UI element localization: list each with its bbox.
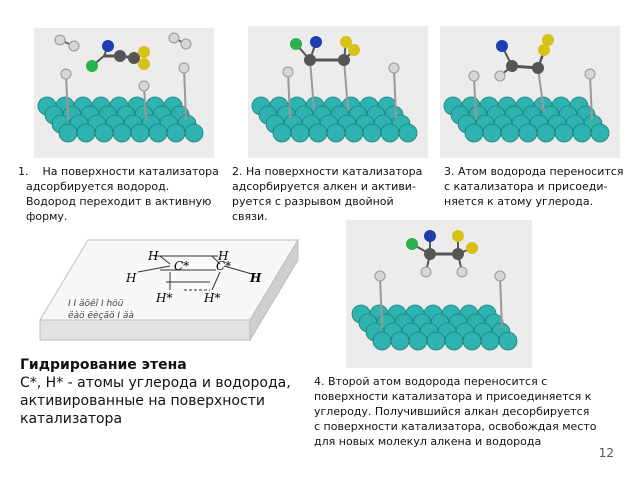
catalyst-surface [351, 304, 518, 351]
step4-line: углероду. Получившийся алкан десорбирует… [314, 405, 590, 418]
step1-caption: 1. На поверхности катализатора адсорбиру… [18, 164, 219, 224]
step4-line: 4. Второй атом водорода переносится с [314, 375, 548, 388]
scheme-h-label: H [147, 249, 159, 263]
scheme-h-label: H [249, 271, 262, 285]
summary-title: Гидрирование этена [20, 357, 187, 373]
scheme-c-star-label: C* [216, 259, 231, 273]
step3-line: с катализатора и присоеди- [444, 180, 608, 193]
catalyst-atom [166, 123, 186, 143]
surface-label: I I äöêî I höü [68, 298, 124, 309]
catalyst-surface [443, 96, 610, 143]
catalyst-surface [251, 96, 418, 143]
adsorbed-hydrogen-atoms [468, 68, 596, 121]
step2-illustration [248, 26, 428, 158]
step1-line: форму. [26, 210, 68, 223]
catalyst-atom [480, 331, 500, 351]
catalyst-atom [184, 123, 204, 143]
step1-number: 1. [18, 165, 29, 178]
catalyst-atom [482, 123, 502, 143]
catalyst-atom [498, 331, 518, 351]
slab-front [39, 319, 251, 341]
catalyst-atom [148, 123, 168, 143]
summary: Гидрирование этена C*, H* - атомы углеро… [20, 356, 291, 428]
catalyst-atom [112, 123, 132, 143]
adsorbed-hydrogen-atoms [282, 62, 400, 119]
catalyst-atom [518, 123, 538, 143]
step2-line: адсорбируется алкен и активи- [232, 180, 416, 193]
summary-line: активированные на поверхности [20, 393, 265, 409]
scheme-c-star-label: C* [174, 259, 189, 273]
catalyst-atom [408, 331, 428, 351]
scheme-h-label: H [217, 249, 229, 263]
step2-caption: 2. На поверхности катализатора адсорбиру… [232, 164, 422, 224]
catalyst-atom [362, 123, 382, 143]
summary-line: катализатора [20, 411, 123, 427]
catalyst-atom [344, 123, 364, 143]
catalyst-atom [58, 123, 78, 143]
catalyst-atom [308, 123, 328, 143]
catalyst-atom [372, 331, 392, 351]
step4-line: с поверхности катализатора, освобождая м… [314, 420, 597, 433]
scheme-h-star-label: H* [203, 291, 220, 305]
catalyst-atom [380, 123, 400, 143]
scheme-h-label: H [125, 271, 137, 285]
step4-line: поверхности катализатора и присоединяетс… [314, 390, 592, 403]
step4-caption: 4. Второй атом водорода переносится с по… [314, 374, 597, 449]
step4-line: для новых молекул алкена и водорода [314, 435, 542, 448]
adsorbed-hydrogen-atoms [374, 270, 506, 329]
page-number: 12 [598, 446, 614, 460]
step3-line: 3. Атом водорода переносится [444, 165, 624, 178]
catalyst-surface [37, 96, 204, 143]
slab-side [249, 238, 299, 342]
catalyst-atom [444, 331, 464, 351]
catalyst-atom [290, 123, 310, 143]
step1-line: адсорбируется водород. [26, 180, 170, 193]
catalyst-atom [554, 123, 574, 143]
half-hydrogenated-intermediate [494, 34, 554, 113]
catalyst-atom [130, 123, 150, 143]
catalyst-atom [76, 123, 96, 143]
summary-line: C*, H* - атомы углерода и водорода, [20, 375, 291, 391]
surface-label: ëàö ëèçãö I äà [68, 310, 134, 321]
step1-illustration [34, 28, 214, 158]
ethene-bonds [137, 255, 253, 291]
adsorbed-alkene [290, 36, 360, 111]
step2-line: руется с разрывом двойной [232, 195, 394, 208]
scheme-h-star-label: H* [155, 291, 172, 305]
step2-line: связи. [232, 210, 268, 223]
catalyst-atom [462, 331, 482, 351]
step3-line: няется к атому углерода. [444, 195, 594, 208]
catalyst-atom [536, 123, 556, 143]
hydrogen-molecule [54, 34, 80, 52]
adsorbed-hydrogen-atoms [60, 32, 192, 121]
step1-line: Водород переходит в активную [26, 195, 212, 208]
hydrogenation-scheme: H H C* C* H H H* H* I I äöêî I höü ëàö ë… [39, 238, 299, 342]
step4-illustration [346, 220, 532, 368]
catalyst-atom [426, 331, 446, 351]
catalyst-atom [500, 123, 520, 143]
catalyst-atom [390, 331, 410, 351]
alkane-molecule [406, 230, 478, 278]
step3-illustration [440, 26, 620, 158]
catalyst-atom [464, 123, 484, 143]
step3-caption: 3. Атом водорода переносится с катализат… [444, 164, 623, 209]
step2-line: 2. На поверхности катализатора [232, 165, 423, 178]
step1-line: На поверхности катализатора [42, 165, 219, 178]
catalyst-atom [398, 123, 418, 143]
alkene-molecule [86, 40, 150, 72]
catalyst-atom [94, 123, 114, 143]
catalyst-atom [326, 123, 346, 143]
catalyst-atom [572, 123, 592, 143]
catalyst-atom [590, 123, 610, 143]
catalyst-atom [272, 123, 292, 143]
